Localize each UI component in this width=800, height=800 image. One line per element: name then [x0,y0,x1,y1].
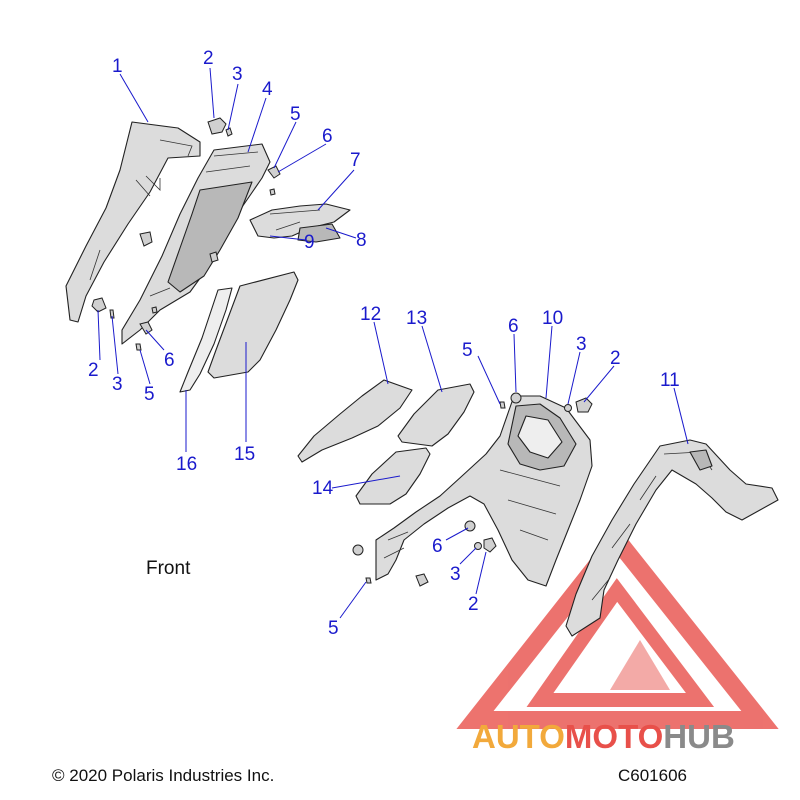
part-12-trim [297,379,413,463]
part-14-pad [355,447,431,505]
hardware-left-group [91,117,281,351]
callout-14: 14 [312,478,334,499]
part-6-nut-bottom [139,321,153,335]
part-6-nut-top [267,165,281,179]
callout-15: 15 [234,444,255,465]
watermark-text-hub: HUB [663,718,735,755]
callout-10: 10 [542,308,563,329]
front-label: Front [146,558,191,579]
part-1-left-side-panel [65,121,201,323]
callout-6: 6 [322,126,333,147]
callout-6: 6 [432,536,443,557]
callout-7: 7 [350,150,361,171]
part-2-rivet-top [207,117,227,135]
part-2-rivet-bottom [91,297,107,313]
callout-3: 3 [576,334,587,355]
callout-16: 16 [176,454,197,475]
callout-9: 9 [304,232,315,253]
part-5-screw-right [499,401,506,409]
part-3-washer-top [225,127,233,137]
callout-numbers: 1 2 3 4 5 6 7 8 9 2 3 5 6 16 15 12 13 14… [88,48,680,639]
part-6-nut-lower [464,520,476,532]
watermark-text-moto: MOTO [565,718,663,755]
part-13-pad [397,383,475,447]
part-16-strip [179,287,233,393]
callout-2: 2 [88,360,99,381]
callout-1: 1 [112,56,123,77]
callout-3: 3 [232,64,243,85]
callout-5: 5 [290,104,301,125]
callout-13: 13 [406,308,427,329]
callout-12: 12 [360,304,381,325]
callout-4: 4 [262,79,273,100]
callout-11: 11 [660,370,680,391]
part-4-inner-panel [121,143,271,345]
part-15-pad [207,271,299,379]
part-3-washer-lower [474,542,482,550]
callout-5: 5 [462,340,473,361]
watermark-logo [456,525,779,729]
callout-8: 8 [356,230,367,251]
part-5-screw-lower [365,577,372,584]
part-2-rivet-lower [483,537,497,553]
part-6-nut-right [510,392,522,404]
callout-2: 2 [203,48,214,69]
callout-3: 3 [450,564,461,585]
watermark-text: AUTOMOTOHUB [472,718,735,755]
hardware-right-group [352,392,593,587]
part-3-washer-right [564,404,572,412]
part-5-screw-bottom [135,343,142,351]
callout-2: 2 [468,594,479,615]
watermark-text-auto: AUTO [472,718,565,755]
callout-5: 5 [328,618,339,639]
leader-lines [97,67,689,619]
drawing-id: C601606 [618,766,688,785]
part-2-rivet-right [575,397,593,413]
part-11-right-fender [565,439,779,637]
callout-5: 5 [144,384,155,405]
part-3-washer-bottom [109,309,115,319]
callout-2: 2 [610,348,621,369]
callout-3: 3 [112,374,123,395]
part-10-front-fascia [375,395,593,587]
part-5-screw-top [269,188,276,196]
callout-6: 6 [508,316,519,337]
callout-6: 6 [164,350,175,371]
part-7-8-bracket [249,203,351,243]
copyright-text: © 2020 Polaris Industries Inc. [52,766,275,785]
